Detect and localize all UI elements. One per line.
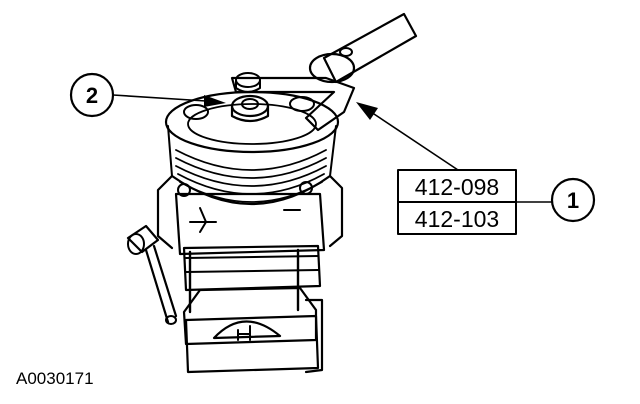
callout-2: 2 [69, 72, 226, 118]
callout-2-number: 2 [86, 83, 98, 108]
spanner-wrench [230, 12, 418, 132]
callout-1-number: 1 [567, 188, 579, 213]
compressor-body [156, 174, 344, 374]
tool-number-412-103: 412-103 [415, 206, 499, 232]
figure-id-label: A0030171 [16, 369, 94, 388]
side-bolt-lever [126, 224, 178, 325]
callout-1: 412-098 412-103 1 [356, 102, 596, 235]
clutch-pulley [164, 72, 340, 206]
tool-number-412-098: 412-098 [415, 174, 499, 200]
